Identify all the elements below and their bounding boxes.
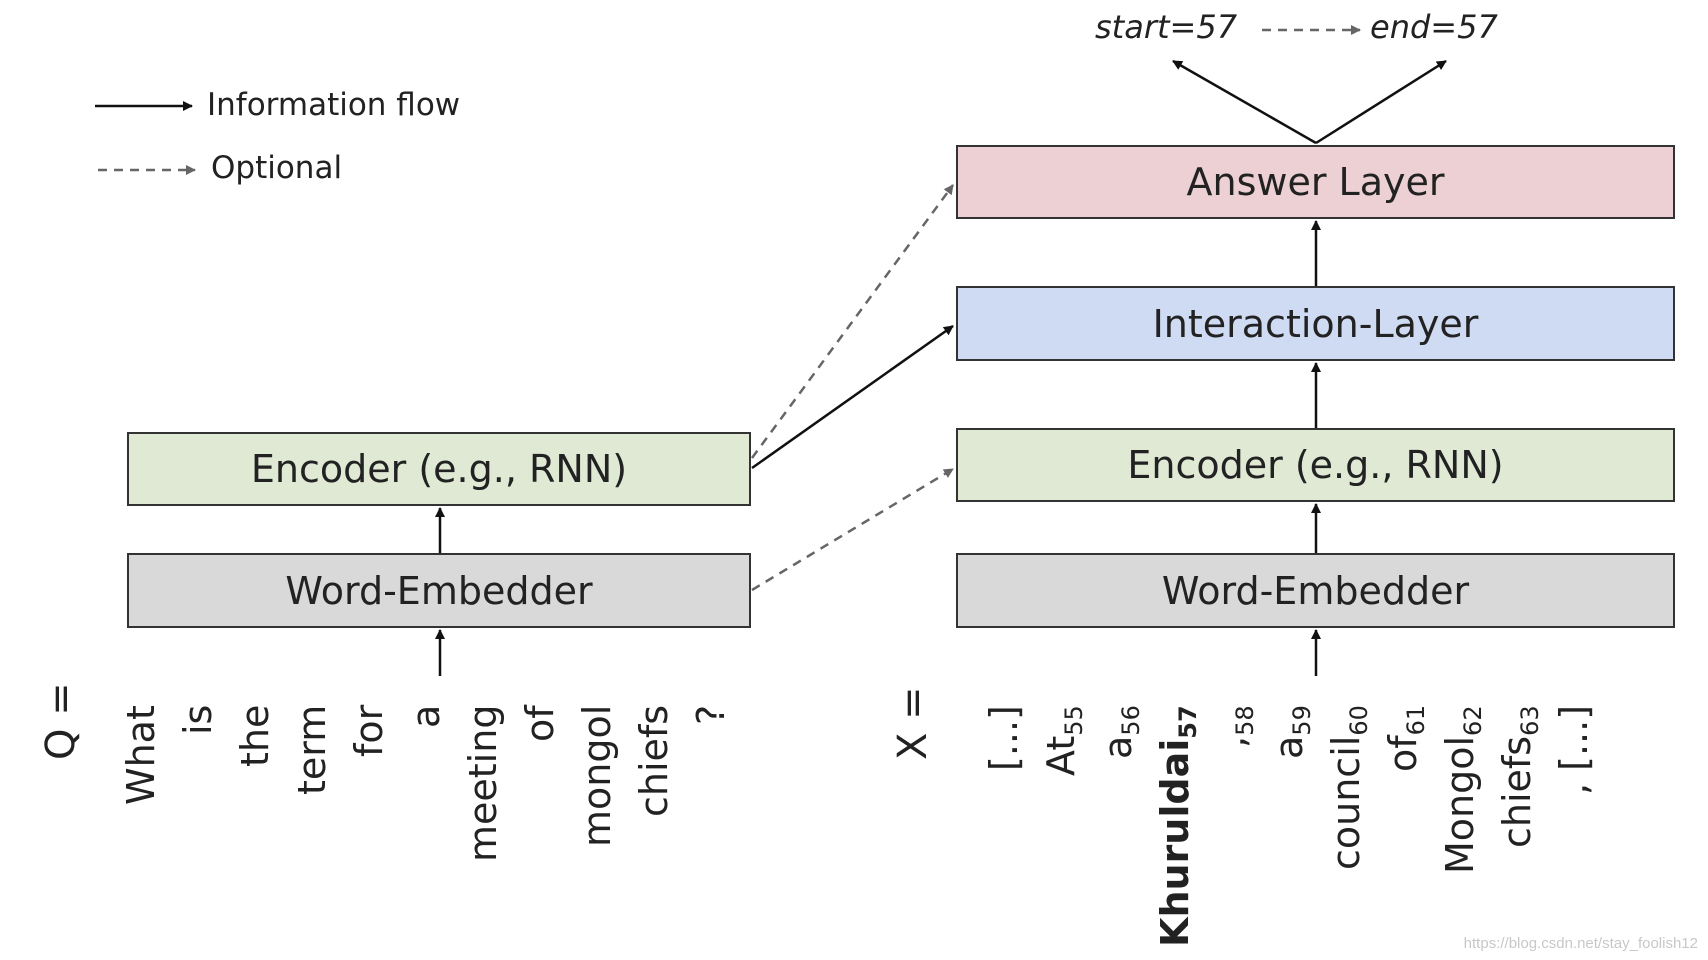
question-token: term — [290, 705, 334, 796]
context-token-index: 56 — [1117, 705, 1145, 736]
context-token-text: a — [1096, 735, 1140, 759]
context-token-text: Khuruldai — [1153, 738, 1197, 947]
context-token-index: 60 — [1345, 705, 1373, 736]
q-embedder-box: Word-Embedder — [127, 553, 751, 628]
context-token: of61 — [1381, 705, 1430, 773]
context-token-index: 63 — [1516, 705, 1544, 736]
question-token: the — [233, 705, 277, 768]
context-token: [...] — [982, 705, 1026, 771]
context-token-text: a — [1267, 735, 1311, 759]
context-token: chiefs63 — [1495, 705, 1544, 848]
interaction-layer-label: Interaction-Layer — [1152, 301, 1479, 346]
context-token-index: 59 — [1288, 705, 1316, 736]
start-arrow — [1172, 59, 1317, 145]
x-prefix: X = — [890, 686, 936, 760]
context-token: ,58 — [1210, 705, 1259, 748]
start-label: start=57 — [1095, 8, 1238, 46]
context-token-index: 62 — [1459, 705, 1487, 736]
context-token-index: 55 — [1060, 705, 1088, 736]
question-token: ? — [689, 705, 733, 726]
q-encoder-to-interaction-arrow — [751, 324, 954, 470]
context-token: , [...] — [1552, 705, 1596, 796]
q-embedder-label: Word-Embedder — [285, 568, 593, 613]
question-token: chiefs — [632, 705, 676, 818]
context-token-text: [...] — [982, 705, 1026, 771]
context-token-text: chiefs — [1495, 735, 1539, 848]
question-token: mongol — [575, 705, 619, 848]
q-prefix: Q = — [38, 682, 84, 760]
answer-layer-label: Answer Layer — [1186, 160, 1445, 204]
x-embedder-box: Word-Embedder — [956, 553, 1675, 628]
question-token: for — [347, 705, 391, 758]
watermark: https://blog.csdn.net/stay_foolish12 — [1463, 935, 1698, 952]
context-token-index: 61 — [1402, 705, 1430, 736]
question-token: meeting — [461, 705, 505, 863]
legend-optional-label: Optional — [211, 150, 343, 186]
end-arrow — [1315, 59, 1447, 145]
q-encoder-box: Encoder (e.g., RNN) — [127, 432, 751, 506]
context-token-index: 58 — [1231, 705, 1259, 736]
context-token-text: Mongol — [1438, 735, 1482, 874]
context-token-text: council — [1324, 735, 1368, 870]
question-token: a — [404, 705, 448, 729]
q-encoder-to-answer-dashed-arrow — [750, 184, 955, 459]
context-token-text: At — [1039, 735, 1083, 776]
answer-layer-box: Answer Layer — [956, 145, 1675, 219]
q-embedder-to-x-encoder-dashed-arrow — [751, 467, 954, 592]
context-token: council60 — [1324, 705, 1373, 870]
legend-information-flow-label: Information flow — [207, 87, 461, 123]
context-token-text: , [...] — [1552, 705, 1596, 796]
context-token-text: , — [1210, 735, 1254, 748]
question-token: What — [119, 705, 163, 805]
x-encoder-box: Encoder (e.g., RNN) — [956, 428, 1675, 502]
question-token: of — [518, 705, 562, 742]
context-token: a59 — [1267, 705, 1316, 759]
q-encoder-label: Encoder (e.g., RNN) — [250, 447, 628, 491]
context-token: Mongol62 — [1438, 705, 1487, 874]
context-token: At55 — [1039, 705, 1088, 776]
context-token: a56 — [1096, 705, 1145, 759]
x-embedder-label: Word-Embedder — [1161, 568, 1470, 613]
question-token: is — [176, 705, 220, 736]
x-encoder-label: Encoder (e.g., RNN) — [1127, 443, 1504, 487]
context-token-text: of — [1381, 735, 1425, 773]
end-label: end=57 — [1370, 8, 1498, 46]
context-token: Khuruldai57 — [1153, 705, 1202, 947]
interaction-layer-box: Interaction-Layer — [956, 286, 1675, 361]
context-token-index: 57 — [1174, 705, 1202, 739]
